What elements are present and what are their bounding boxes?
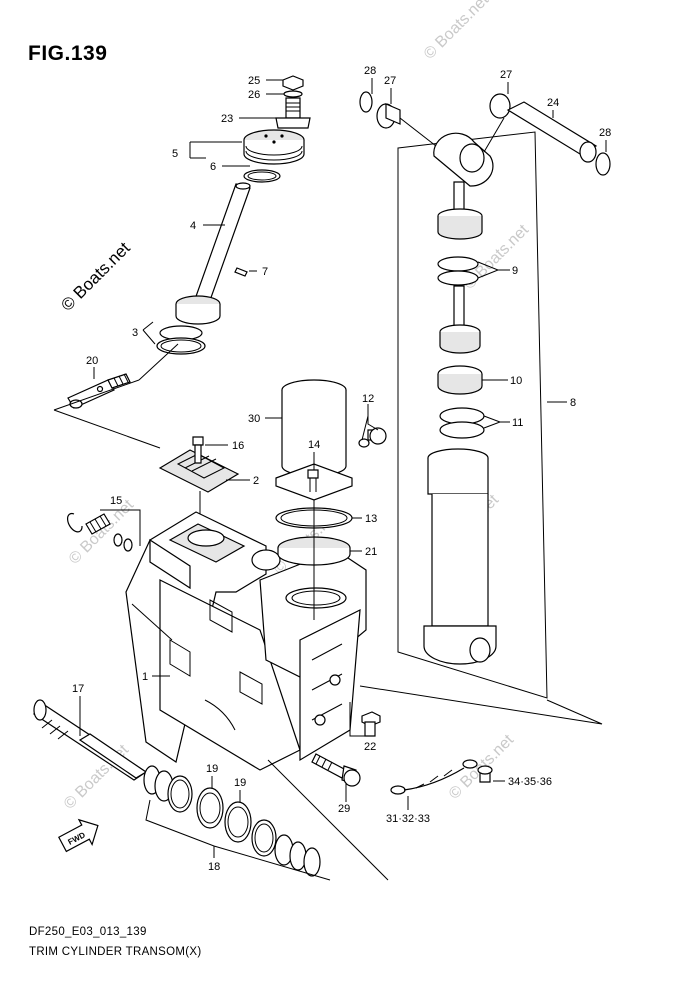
cylinder-8	[423, 132, 497, 665]
guide-line	[53, 379, 161, 449]
valve-20	[67, 373, 131, 409]
callout-24: 24	[547, 97, 559, 109]
guide-line	[138, 343, 179, 381]
figure-caption: TRIM CYLINDER TRANSOM(X)	[29, 946, 202, 958]
pin-parts	[359, 91, 611, 176]
guide-line	[399, 117, 505, 153]
cover-plate-2	[158, 436, 240, 493]
callout-27a: 27	[384, 75, 396, 87]
callout-21: 21	[365, 546, 377, 558]
callout-3: 3	[132, 327, 138, 339]
leader-11	[483, 415, 510, 429]
callout-28b: 28	[599, 127, 611, 139]
watermark-text: © Boats.net	[421, 0, 493, 63]
bolt-29	[311, 753, 361, 787]
callout-7: 7	[262, 266, 268, 278]
callout-4: 4	[190, 220, 196, 232]
leader-9	[477, 261, 510, 279]
callout-13: 13	[365, 513, 377, 525]
fwd-arrow: FWD	[58, 818, 99, 853]
callout-15: 15	[110, 495, 122, 507]
rings-18-19	[143, 765, 321, 877]
callout-1: 1	[142, 671, 148, 683]
shaft-17	[32, 699, 148, 781]
callout-20: 20	[86, 355, 98, 367]
cap-assembly	[156, 75, 311, 355]
transom-bracket-1	[125, 511, 367, 771]
bolt-22	[361, 711, 381, 737]
callout-25: 25	[248, 75, 260, 87]
cylinder-frame-8	[397, 131, 548, 699]
callout-29: 29	[338, 803, 350, 815]
watermark-main: © Boats.net	[57, 238, 134, 315]
leader-12	[361, 404, 379, 441]
callout-28a: 28	[364, 65, 376, 77]
callout-17: 17	[72, 683, 84, 695]
leader-18	[145, 799, 331, 881]
figure-title: FIG.139	[28, 42, 108, 65]
leader-15	[100, 509, 141, 546]
callout-8: 8	[570, 397, 576, 409]
callout-27b: 27	[500, 69, 512, 81]
callout-34-36: 34·35·36	[508, 776, 552, 788]
callout-12: 12	[362, 393, 374, 405]
callout-11: 11	[512, 417, 523, 429]
callout-10: 10	[510, 375, 522, 387]
leader-3	[142, 321, 156, 345]
leader-22	[349, 702, 372, 737]
figure-code: DF250_E03_013_139	[29, 926, 147, 938]
callout-labels: 25 26 23 5 6 4 7 3 20 16 2 15 1 17 19 19…	[72, 65, 611, 873]
guide-line	[131, 603, 173, 641]
callout-26: 26	[248, 89, 260, 101]
callout-30: 30	[248, 413, 260, 425]
callout-14: 14	[308, 439, 320, 451]
callout-18: 18	[208, 861, 220, 873]
callout-19a: 19	[206, 763, 218, 775]
callout-5: 5	[172, 148, 178, 160]
callout-16: 16	[232, 440, 244, 452]
guide-line	[267, 759, 389, 881]
guide-line	[359, 685, 603, 725]
callout-9: 9	[512, 265, 518, 277]
leader-5	[189, 141, 242, 159]
ground-lead	[390, 759, 493, 795]
callout-31-33: 31·32·33	[386, 813, 430, 825]
plug-15	[67, 512, 133, 552]
callout-22: 22	[364, 741, 376, 753]
callout-19b: 19	[234, 777, 246, 789]
callout-6: 6	[210, 161, 216, 173]
fitting-12	[358, 427, 387, 448]
callout-23: 23	[221, 113, 233, 125]
callout-2: 2	[253, 475, 259, 487]
